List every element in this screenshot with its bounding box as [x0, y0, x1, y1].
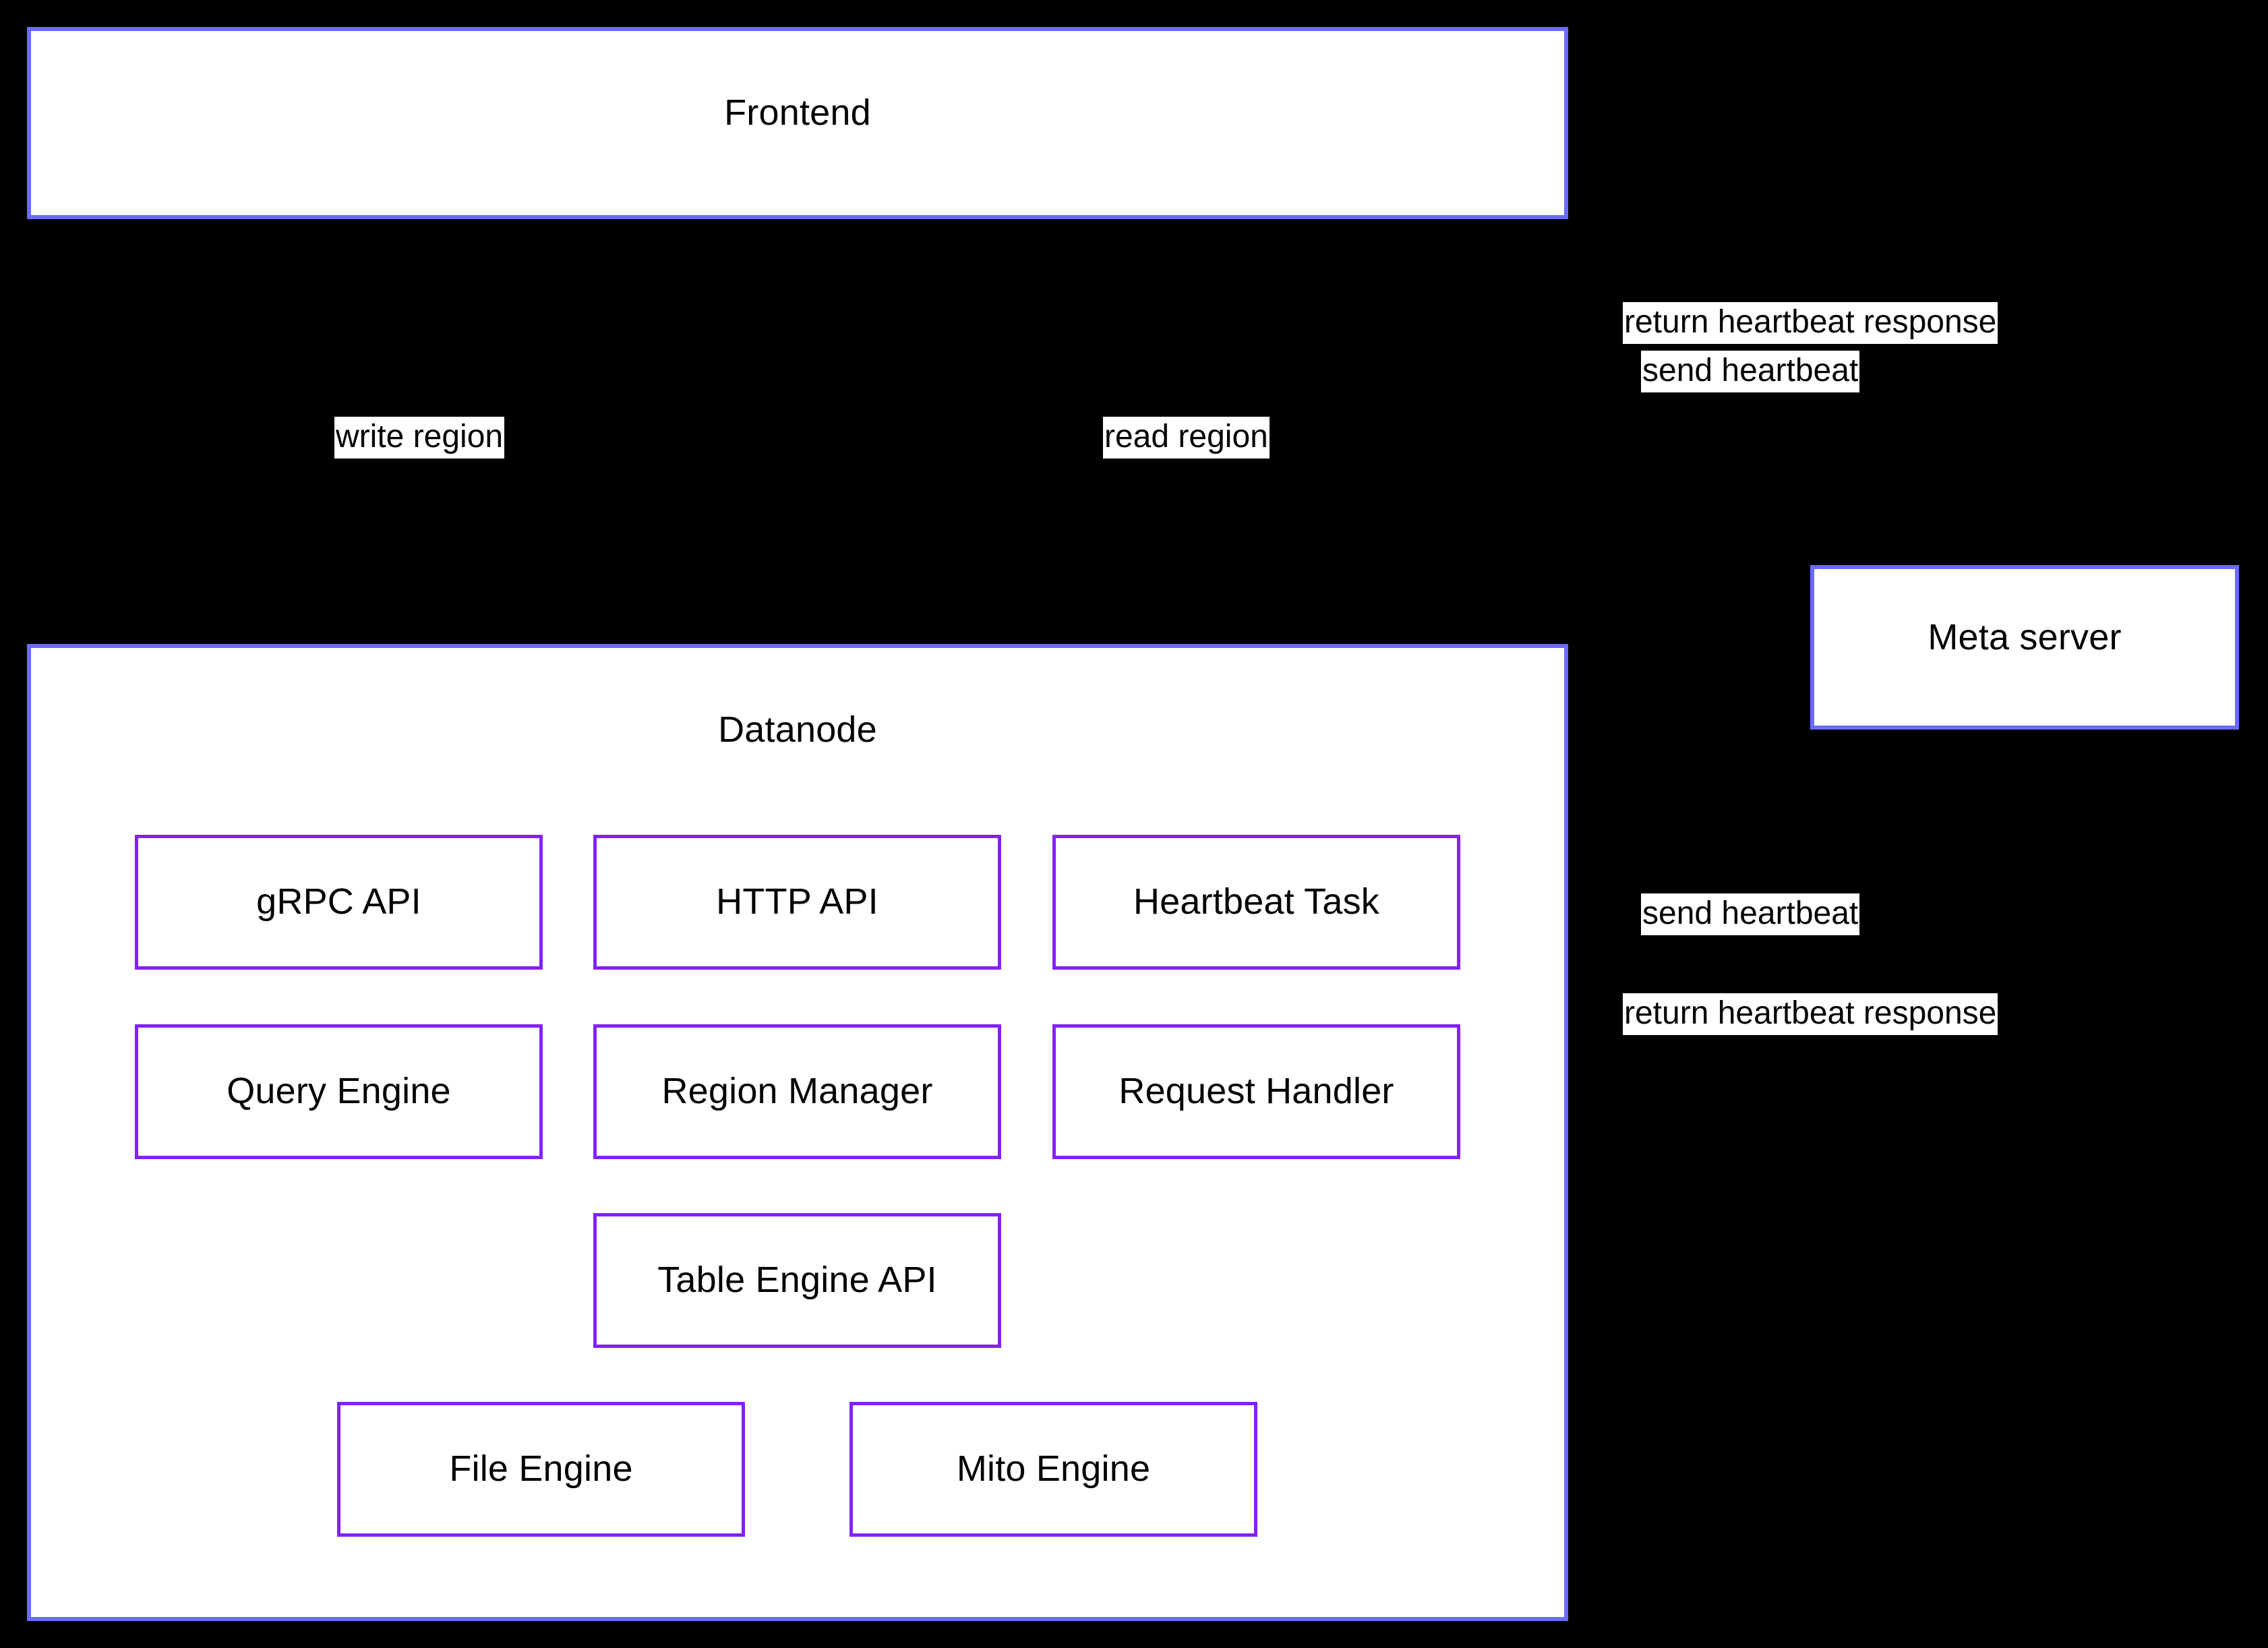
node-grpc-api[interactable]: gRPC API — [135, 835, 543, 970]
node-frontend-label: Frontend — [724, 92, 871, 133]
node-request-handler-label: Request Handler — [1118, 1071, 1394, 1112]
edge-label-write-region: write region — [334, 417, 505, 459]
node-heartbeat-task-label: Heartbeat Task — [1133, 881, 1379, 922]
edge-label-read-region: read region — [1103, 417, 1270, 459]
node-meta-server-label: Meta server — [1928, 617, 2122, 657]
edge-label-return-heartbeat-response-bottom: return heartbeat response — [1623, 993, 1998, 1035]
node-heartbeat-task[interactable]: Heartbeat Task — [1052, 835, 1460, 970]
node-region-manager-label: Region Manager — [661, 1071, 933, 1112]
node-table-engine-api[interactable]: Table Engine API — [593, 1213, 1001, 1348]
edge-label-return-heartbeat-response-top: return heartbeat response — [1623, 302, 1998, 344]
edge-label-send-heartbeat-top: send heartbeat — [1641, 351, 1860, 392]
node-http-api-label: HTTP API — [716, 881, 878, 922]
node-meta-server[interactable]: Meta server — [1810, 565, 2239, 730]
edge-label-send-heartbeat-bottom: send heartbeat — [1641, 893, 1860, 935]
node-frontend[interactable]: Frontend — [27, 27, 1568, 219]
node-table-engine-api-label: Table Engine API — [657, 1260, 937, 1301]
node-grpc-api-label: gRPC API — [256, 881, 421, 922]
node-mito-engine-label: Mito Engine — [956, 1448, 1151, 1490]
node-http-api[interactable]: HTTP API — [593, 835, 1001, 970]
node-region-manager[interactable]: Region Manager — [593, 1024, 1001, 1159]
node-file-engine[interactable]: File Engine — [337, 1402, 745, 1537]
node-file-engine-label: File Engine — [449, 1448, 633, 1490]
node-query-engine-label: Query Engine — [227, 1071, 451, 1112]
node-query-engine[interactable]: Query Engine — [135, 1024, 543, 1159]
node-request-handler[interactable]: Request Handler — [1052, 1024, 1460, 1159]
node-mito-engine[interactable]: Mito Engine — [849, 1402, 1257, 1537]
node-datanode-label: Datanode — [718, 709, 877, 750]
